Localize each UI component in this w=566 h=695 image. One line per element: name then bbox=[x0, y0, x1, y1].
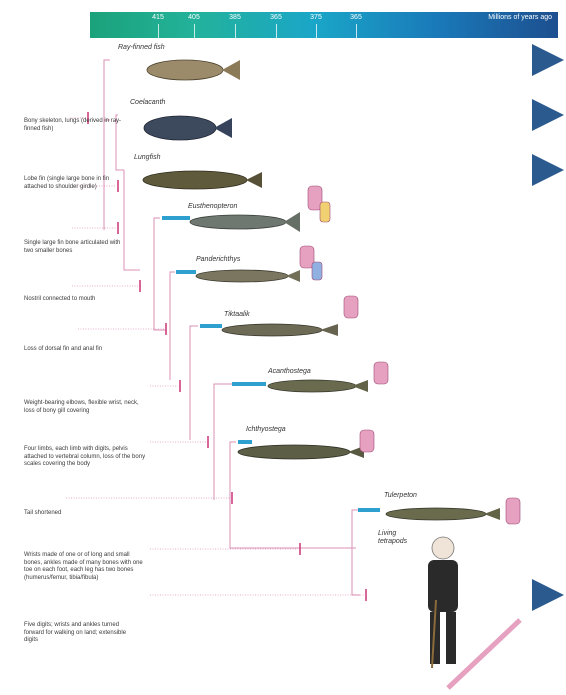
taxon-label: Coelacanth bbox=[130, 99, 165, 106]
trait-description: Four limbs, each limb with digits, pelvi… bbox=[24, 446, 146, 469]
trait-description: Bony skeleton, lungs (derived in ray-fin… bbox=[24, 118, 129, 133]
lungfish-illustration bbox=[143, 171, 262, 189]
trait-description: Wrists made of one or of long and small … bbox=[24, 552, 148, 582]
tiktaalik-illustration bbox=[222, 324, 338, 336]
eusthenopteron-illustration bbox=[190, 212, 300, 232]
tulerpeton-illustration bbox=[386, 508, 500, 520]
trait-description: Loss of dorsal fin and anal fin bbox=[24, 346, 164, 354]
branch-node-5 bbox=[190, 326, 198, 440]
trait-description: Nostril connected to mouth bbox=[24, 296, 129, 304]
taxon-label: Tiktaalik bbox=[224, 311, 250, 318]
panderichthys-illustration bbox=[196, 270, 300, 282]
human-figure-illustration bbox=[428, 537, 458, 668]
trait-description: Weight-bearing elbows, flexible wrist, n… bbox=[24, 400, 144, 415]
taxon-label: Living tetrapods bbox=[378, 530, 418, 546]
trait-description: Tail shortened bbox=[24, 510, 129, 518]
taxon-label: Eusthenopteron bbox=[188, 203, 237, 210]
trait-description: Lobe fin (single large bone in fin attac… bbox=[24, 176, 129, 191]
ichthyostega-illustration bbox=[238, 445, 364, 459]
trait-description: Five digits; wrists and ankles turned fo… bbox=[24, 622, 129, 645]
branch-node-6 bbox=[214, 384, 232, 500]
taxon-label: Lungfish bbox=[134, 154, 160, 161]
branch-node-3 bbox=[154, 218, 166, 330]
taxon-label: Ray-finned fish bbox=[118, 44, 165, 51]
coelacanth-illustration bbox=[144, 116, 232, 140]
branch-node-1 bbox=[104, 60, 110, 120]
acanthostega-illustration bbox=[268, 380, 368, 392]
fish-illustration bbox=[147, 60, 240, 80]
taxon-label: Acanthostega bbox=[268, 368, 311, 375]
branch-node-8 bbox=[352, 510, 360, 595]
trait-description: Single large fin bone articulated with t… bbox=[24, 240, 129, 255]
taxon-label: Tulerpeton bbox=[384, 492, 417, 499]
branch-node-4 bbox=[170, 272, 175, 380]
taxon-label: Ichthyostega bbox=[246, 426, 286, 433]
limb-bone-illustration bbox=[300, 186, 520, 688]
taxon-label: Panderichthys bbox=[196, 256, 240, 263]
